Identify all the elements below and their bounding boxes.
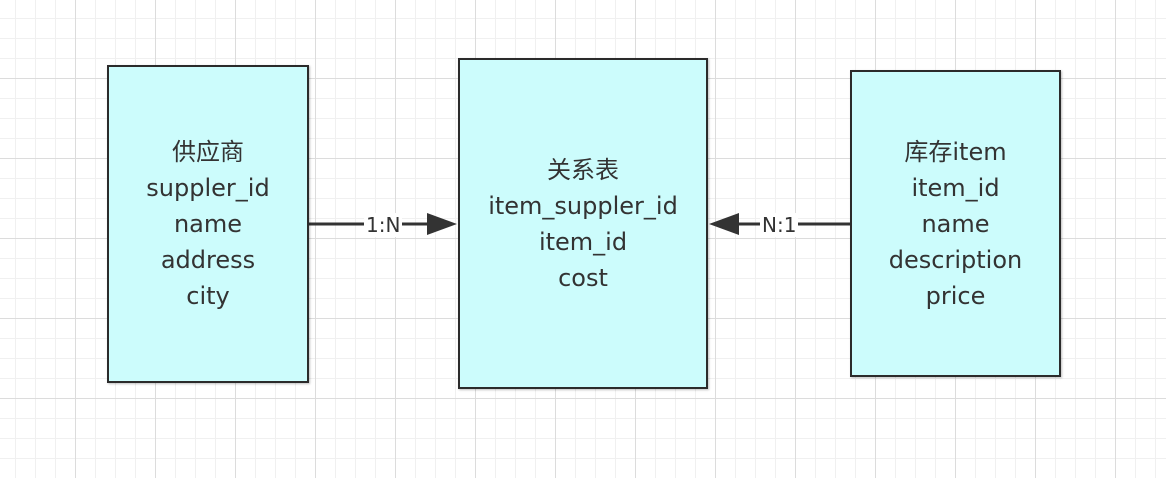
item-title: 库存item: [904, 137, 1007, 166]
arrowhead-right-icon: [427, 213, 457, 235]
item-field: name: [921, 209, 990, 238]
supplier-field: address: [160, 246, 256, 274]
relation-entity[interactable]: 关系表 item_suppler_id item_id cost: [458, 58, 708, 389]
relation-field: item_id: [538, 227, 628, 256]
item-field: price: [925, 281, 986, 310]
relation-field: cost: [558, 263, 608, 292]
supplier-field: suppler_id: [146, 174, 270, 202]
item-entity[interactable]: 库存item item_id name description price: [850, 70, 1061, 377]
item-field: description: [888, 245, 1023, 274]
cardinality-label-item-relation: N:1: [760, 213, 799, 237]
relation-title: 关系表: [547, 155, 619, 184]
supplier-field: name: [173, 210, 243, 238]
supplier-field: city: [186, 282, 230, 310]
cardinality-label-supplier-relation: 1:N: [364, 213, 403, 237]
arrowhead-left-icon: [709, 213, 739, 235]
supplier-title: 供应商: [172, 138, 244, 166]
supplier-entity[interactable]: 供应商 suppler_id name address city: [107, 65, 309, 383]
relation-field: item_suppler_id: [488, 191, 678, 220]
item-field: item_id: [911, 173, 1000, 202]
